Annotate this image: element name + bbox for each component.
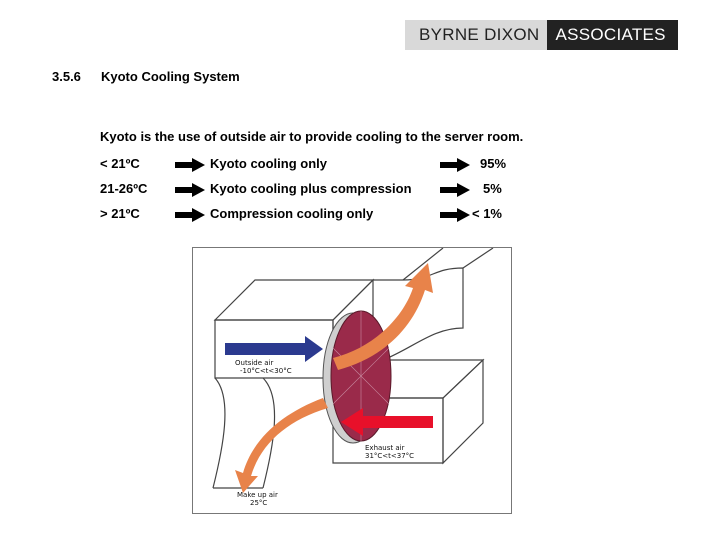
share-value: 5% <box>483 181 502 196</box>
section-heading: 3.5.6 Kyoto Cooling System <box>52 69 240 84</box>
makeup-air-label: Make up air 25°C <box>237 491 278 507</box>
temp-range: 21-26ºC <box>100 181 148 196</box>
list-item: < 21ºC Kyoto cooling only 95% <box>100 156 520 176</box>
outside-air-text: Outside air <box>235 359 274 367</box>
outside-air-arrow <box>225 336 323 362</box>
list-item: 21-26ºC Kyoto cooling plus compression 5… <box>100 181 520 201</box>
temp-range: < 21ºC <box>100 156 140 171</box>
makeup-air-text: Make up air <box>237 491 278 499</box>
intro-text: Kyoto is the use of outside air to provi… <box>100 129 524 144</box>
makeup-air-temp: 25°C <box>250 499 268 507</box>
right-arrow-icon <box>440 183 470 197</box>
brand-associates: ASSOCIATES <box>547 20 678 50</box>
outside-air-label: Outside air -10°C<t<30°C <box>235 359 292 375</box>
kyoto-wheel-diagram: Outside air -10°C<t<30°C Exhaust air 31°… <box>192 247 512 514</box>
outside-air-range: -10°C<t<30°C <box>240 367 292 375</box>
diagram-drawing <box>212 248 494 493</box>
section-number: 3.5.6 <box>52 69 81 84</box>
right-arrow-icon <box>175 183 205 197</box>
exhaust-air-label: Exhaust air 31°C<t<37°C <box>365 444 414 460</box>
cooling-mode: Kyoto cooling plus compression <box>210 181 412 196</box>
share-value: 95% <box>480 156 507 171</box>
cooling-mode: Compression cooling only <box>210 206 374 221</box>
section-title: Kyoto Cooling System <box>101 69 240 84</box>
brand-name: BYRNE DIXON <box>405 20 548 50</box>
share-value: < 1% <box>472 206 502 221</box>
right-arrow-icon <box>175 158 205 172</box>
cooling-mode: Kyoto cooling only <box>210 156 327 171</box>
list-item: > 21ºC Compression cooling only < 1% <box>100 206 520 226</box>
temp-range: > 21ºC <box>100 206 140 221</box>
right-arrow-icon <box>175 208 205 222</box>
makeup-air-arrow <box>235 398 328 493</box>
right-arrow-icon <box>440 158 470 172</box>
supply-air-arrow <box>333 263 433 370</box>
right-arrow-icon <box>440 208 470 222</box>
exhaust-air-text: Exhaust air <box>365 444 405 452</box>
exhaust-air-arrow <box>341 408 433 436</box>
exhaust-air-range: 31°C<t<37°C <box>365 452 415 460</box>
brand-banner: BYRNE DIXON ASSOCIATES <box>405 20 678 50</box>
